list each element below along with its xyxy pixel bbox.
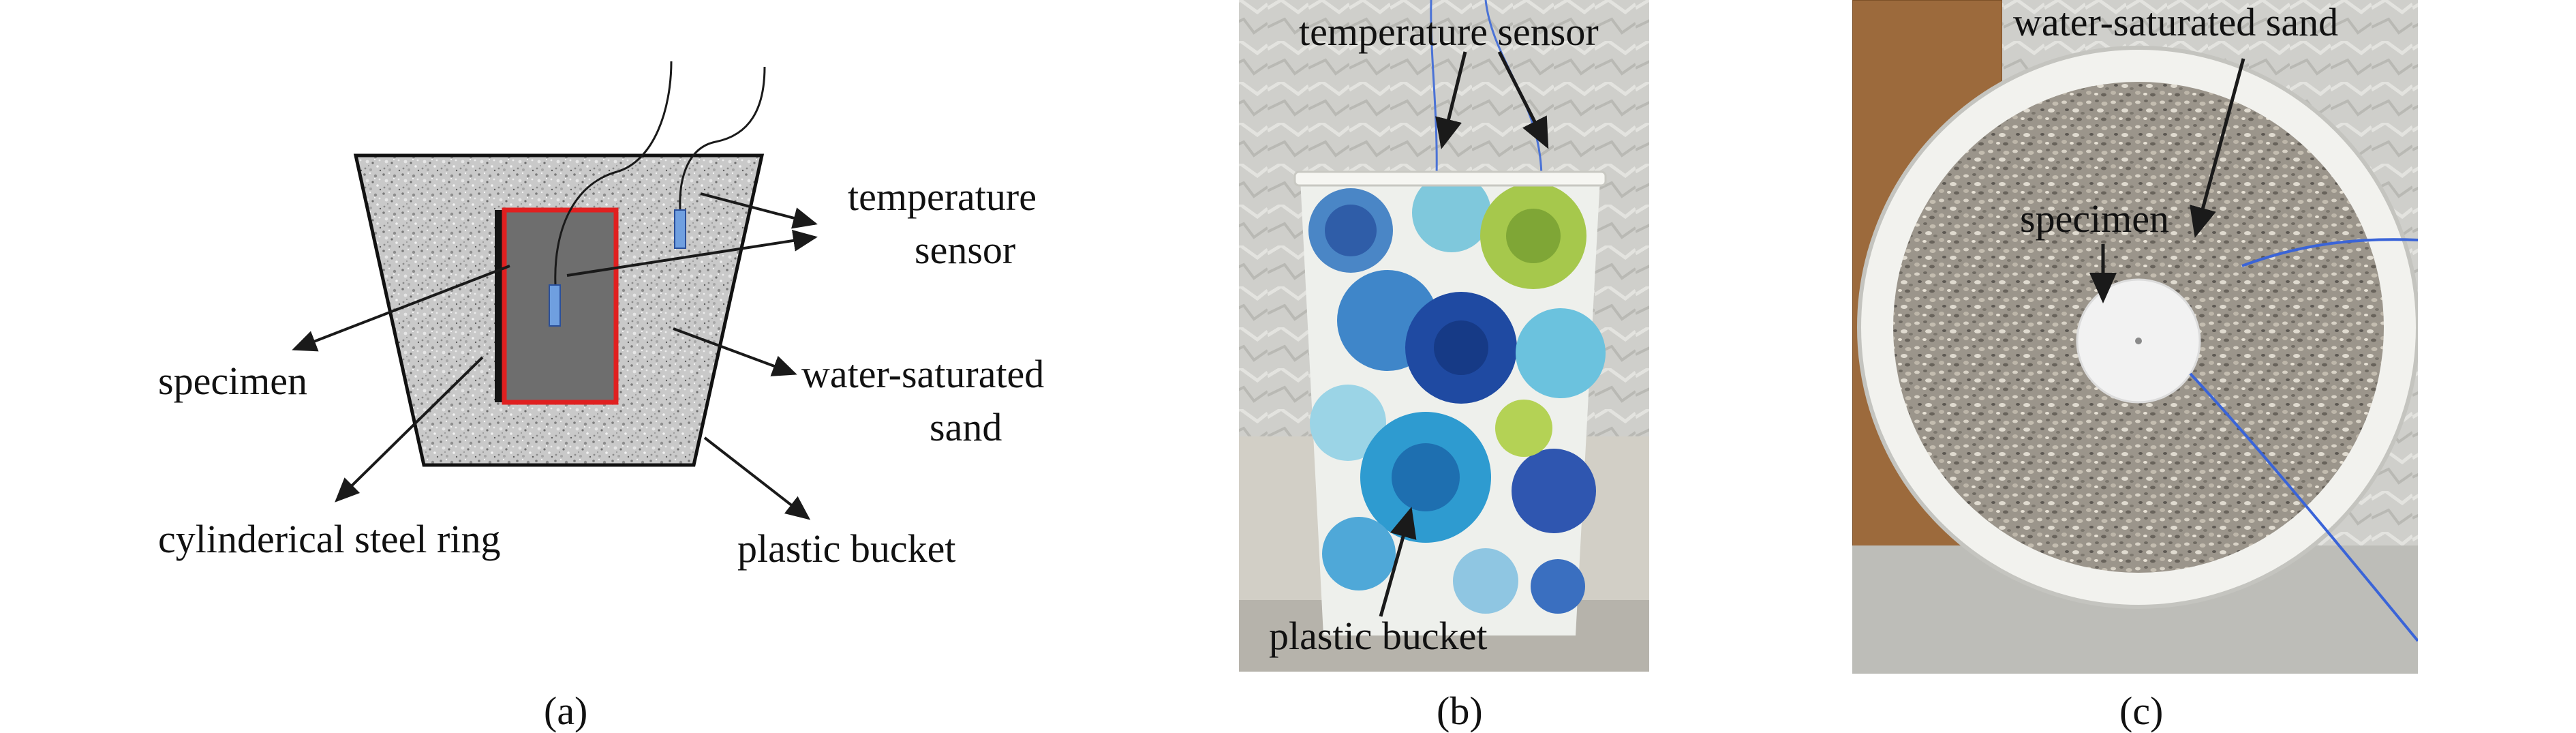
sensor-wire-specimen bbox=[554, 61, 673, 286]
label-steel-ring: cylinderical steel ring bbox=[158, 517, 500, 561]
caption-c: (c) bbox=[2119, 689, 2163, 733]
label-water-saturated-line1: water-saturated bbox=[801, 352, 1044, 396]
label-c-specimen: specimen bbox=[2020, 196, 2169, 241]
plastic-bucket-photo bbox=[1293, 170, 1607, 635]
sensor-wire-photo-b-1 bbox=[1430, 0, 1438, 178]
arrow-steel-ring bbox=[335, 356, 484, 503]
arrow-b-sensor-left bbox=[1435, 51, 1467, 149]
label-water-saturated-line2: sand bbox=[930, 405, 1002, 449]
temperature-sensor-in-specimen bbox=[549, 284, 561, 327]
arrow-b-sensor-right bbox=[1497, 50, 1549, 149]
temperature-sensor-in-sand bbox=[674, 209, 686, 249]
label-temperature-line2: sensor bbox=[915, 228, 1015, 272]
arrow-sensor-specimen bbox=[566, 230, 818, 277]
arrow-c-water-saturated-sand bbox=[2190, 58, 2245, 238]
bucket-rim bbox=[1293, 170, 1607, 187]
label-b-plastic-bucket: plastic bucket bbox=[1269, 614, 1488, 658]
arrow-specimen bbox=[292, 265, 510, 352]
sensor-wire-sand bbox=[679, 66, 766, 211]
label-plastic-bucket: plastic bucket bbox=[737, 526, 956, 571]
arrow-sensor-sand bbox=[700, 192, 818, 229]
panel-c-photo: water-saturated sand specimen bbox=[1852, 0, 2418, 674]
arrow-plastic-bucket bbox=[703, 436, 811, 520]
caption-b: (b) bbox=[1437, 689, 1483, 733]
label-specimen: specimen bbox=[158, 359, 307, 403]
arrow-b-plastic-bucket bbox=[1379, 507, 1417, 617]
label-temperature-line1: temperature bbox=[848, 175, 1037, 219]
panel-b-photo: temperature sensor plastic bucket bbox=[1239, 0, 1649, 672]
label-c-water-saturated-sand: water-saturated sand bbox=[2013, 0, 2338, 44]
sensor-wire-photo-c-2 bbox=[2189, 372, 2418, 642]
caption-a: (a) bbox=[544, 689, 587, 733]
panel-a-schematic: temperature sensor specimen water-satura… bbox=[158, 61, 1044, 733]
label-b-temperature-sensor: temperature sensor bbox=[1299, 10, 1599, 54]
sensor-wire-photo-c-1 bbox=[2241, 238, 2418, 267]
arrow-water-saturated-sand bbox=[673, 327, 797, 376]
